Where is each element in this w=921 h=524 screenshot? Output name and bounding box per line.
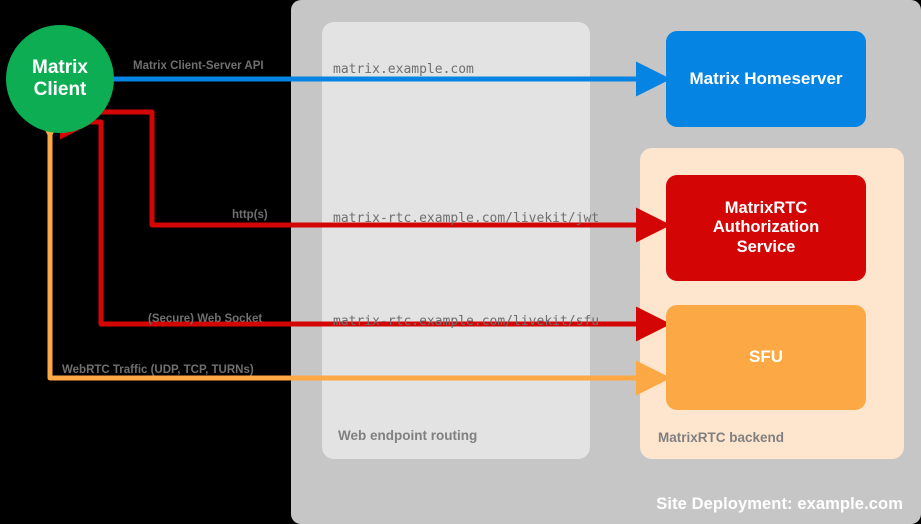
node-sfu-label: SFU [749, 347, 783, 367]
node-auth-line2: Authorization [712, 218, 820, 237]
node-auth-line3: Service [736, 237, 796, 256]
connector-label-websocket: (Secure) Web Socket [148, 313, 263, 325]
connector-label-client-server-api: Matrix Client-Server API [133, 60, 264, 72]
node-matrix-client-line2: Client [33, 79, 87, 100]
node-matrix-homeserver[interactable]: Matrix Homeserver [666, 31, 866, 127]
node-sfu[interactable]: SFU [666, 305, 866, 410]
web-endpoint-routing-label: Web endpoint routing [338, 428, 478, 443]
node-auth-line1: MatrixRTC [724, 198, 808, 217]
connector-endpoint-jwt: matrix-rtc.example.com/livekit/jwt [333, 211, 600, 226]
connector-endpoint-sfu: matrix-rtc.example.com/livekit/sfu [333, 314, 600, 329]
connector-endpoint-matrix: matrix.example.com [333, 62, 474, 77]
node-matrix-client[interactable]: Matrix Client [6, 25, 114, 133]
matrixrtc-backend-label: MatrixRTC backend [658, 430, 785, 445]
connector-label-http: http(s) [232, 209, 268, 221]
node-matrix-client-line1: Matrix [32, 56, 88, 78]
connector-label-webrtc: WebRTC Traffic (UDP, TCP, TURNs) [62, 364, 254, 376]
site-deployment-label: Site Deployment: example.com [656, 495, 903, 513]
web-endpoint-routing-panel: Web endpoint routing [322, 22, 590, 459]
node-matrixrtc-authorization-service[interactable]: MatrixRTC Authorization Service [666, 175, 866, 281]
node-matrix-homeserver-label: Matrix Homeserver [689, 68, 843, 88]
